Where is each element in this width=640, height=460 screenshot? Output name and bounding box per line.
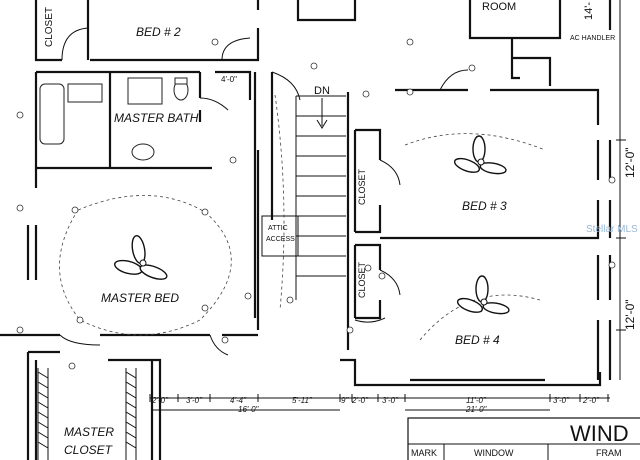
schedule-col-window: WINDOW xyxy=(474,448,514,458)
dim-12-0-a: 12'-0" xyxy=(623,147,637,178)
wall-left-fragments xyxy=(26,225,38,280)
label-attic-2: ACCESS xyxy=(266,236,295,243)
dim-b-2-0-a: 2'-0" xyxy=(151,396,169,405)
dimension-line xyxy=(149,394,610,411)
walls xyxy=(0,0,612,460)
label-closet-top: CLOSET xyxy=(44,7,55,47)
label-closet-bed4: CLOSET xyxy=(357,261,367,298)
schedule-title: WIND xyxy=(570,421,629,446)
closet-shelving xyxy=(37,368,137,460)
outlet-icons xyxy=(16,38,616,370)
label-attic-1: ATTIC xyxy=(268,225,288,232)
shower xyxy=(127,77,163,105)
dim-b-4-4: 4'-4" xyxy=(230,396,247,405)
label-room-top: ROOM xyxy=(482,1,516,13)
dim-b-2-0-c: 2'-0" xyxy=(582,396,600,405)
wall-hall-top xyxy=(395,0,612,125)
wall-ac-handler xyxy=(510,38,552,86)
dim-b-3-0-b: 3'-0" xyxy=(382,396,399,405)
vanity xyxy=(67,83,103,103)
schedule-col-mark: MARK xyxy=(411,448,437,458)
stairs xyxy=(295,95,346,300)
label-master-closet-1: MASTER xyxy=(64,425,114,439)
window-schedule xyxy=(407,417,640,460)
fan-icon xyxy=(453,135,507,175)
wall-top-right xyxy=(468,0,562,40)
fixtures xyxy=(39,77,189,161)
label-closet-bed3: CLOSET xyxy=(357,168,367,205)
dim-b-5-11: 5'-11" xyxy=(292,396,313,405)
wall-bed3-closet xyxy=(353,128,382,234)
dim-b-21-0: 21'-0" xyxy=(465,405,488,414)
door-swings xyxy=(59,27,469,356)
label-dim-bath: 4'-0" xyxy=(221,75,237,84)
wall-bed3-bed4 xyxy=(380,200,612,240)
stair-arrow-icon xyxy=(316,98,328,129)
dimension-line-right xyxy=(616,0,626,380)
wall-right-exterior xyxy=(596,140,612,380)
dim-b-9: 9" xyxy=(341,396,349,405)
dim-b-2-0-b: 2'-0" xyxy=(351,396,369,405)
fan-icon xyxy=(114,235,168,280)
bathtub xyxy=(39,83,65,145)
electrical-arcs xyxy=(59,94,546,341)
dim-b-3-0-a: 3'-0" xyxy=(186,396,203,405)
label-master-bed: MASTER BED xyxy=(101,291,179,305)
label-bed-4: BED # 4 xyxy=(455,333,500,347)
watermark: Stellar MLS xyxy=(586,224,638,235)
wall-bed4-closet xyxy=(353,243,382,320)
dim-b-11-0: 11'-0" xyxy=(466,396,487,405)
dim-b-16-0: 16'-0" xyxy=(238,405,260,414)
schedule-col-frame: FRAM xyxy=(596,448,622,458)
wall-master-bath xyxy=(34,70,252,188)
dim-b-3-0-c: 3'-0" xyxy=(553,396,570,405)
dim-12-0-b: 12'-0" xyxy=(623,299,637,330)
label-bed-3: BED # 3 xyxy=(462,199,507,213)
label-master-bath: MASTER BATH xyxy=(114,111,199,125)
label-dn: DN xyxy=(314,85,330,97)
dim-14: 14'- xyxy=(583,2,595,20)
wall-closet-top xyxy=(34,0,260,62)
wall-hall-left xyxy=(253,72,274,318)
wall-master-closet xyxy=(26,350,162,460)
label-master-closet-2: CLOSET xyxy=(64,443,114,457)
label-bed-2: BED # 2 xyxy=(136,25,181,39)
fan-icon xyxy=(456,275,510,315)
wall-bottom-exterior xyxy=(340,358,602,387)
bath-sink-bottom xyxy=(131,143,155,161)
wall-top-mid xyxy=(296,0,357,22)
label-ac-handler: AC HANDLER xyxy=(570,35,615,42)
